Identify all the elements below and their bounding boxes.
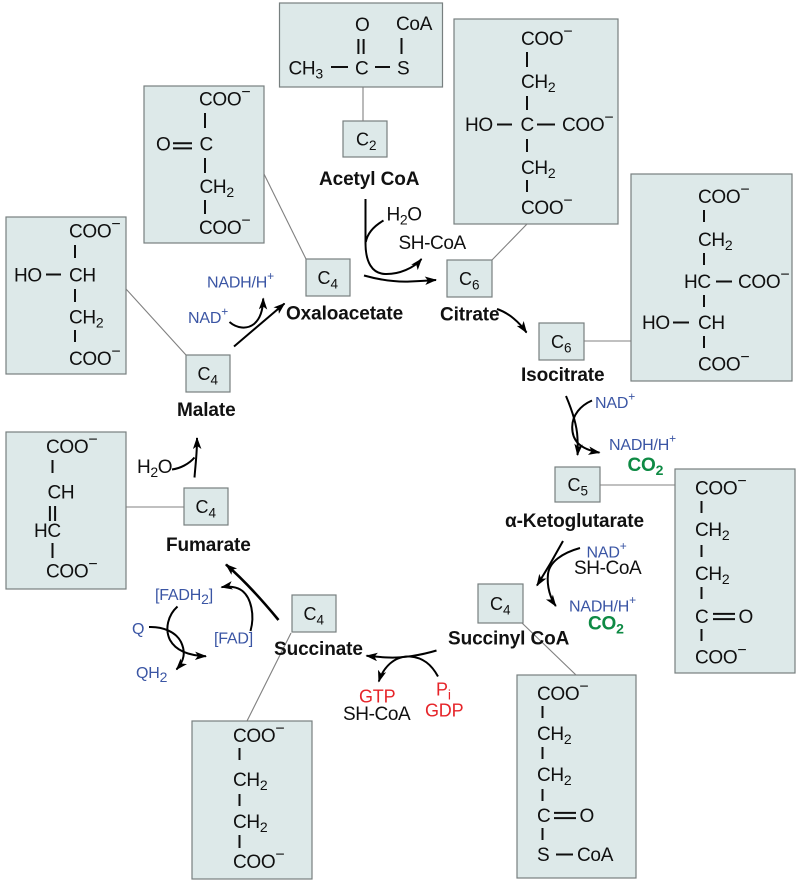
svg-text:O: O <box>739 607 753 628</box>
svg-text:H2​O: H2​O <box>137 457 172 480</box>
svg-text:GTP: GTP <box>359 687 396 707</box>
svg-text:C: C <box>521 115 534 136</box>
svg-text:Succinyl CoA: Succinyl CoA <box>448 629 570 650</box>
svg-text:NADH/H+​: NADH/H+​ <box>569 593 636 616</box>
svg-text:HC: HC <box>684 272 711 293</box>
svg-text:CH: CH <box>48 483 75 504</box>
svg-text:Succinate: Succinate <box>274 639 363 660</box>
svg-text:Citrate: Citrate <box>440 305 499 326</box>
svg-text:HO: HO <box>465 115 493 136</box>
svg-text:S: S <box>397 59 409 80</box>
svg-text:NAD+​: NAD+​ <box>188 305 228 328</box>
svg-text:O: O <box>156 135 170 156</box>
svg-text:Fumarate: Fumarate <box>166 535 251 556</box>
svg-text:HC: HC <box>34 521 61 542</box>
svg-text:Pi​: Pi​ <box>436 680 451 703</box>
svg-text:SH-CoA: SH-CoA <box>399 233 467 254</box>
svg-text:H2​O: H2​O <box>387 205 422 228</box>
svg-text:CoA: CoA <box>577 845 614 866</box>
svg-text:GDP: GDP <box>425 701 464 721</box>
svg-text:CoA: CoA <box>396 14 433 35</box>
svg-text:[FAD]: [FAD] <box>214 631 253 648</box>
svg-text:α-Ketoglutarate: α-Ketoglutarate <box>505 511 644 532</box>
svg-text:HO: HO <box>642 313 670 334</box>
svg-text:O: O <box>355 15 369 36</box>
svg-text:CO2​: CO2​ <box>628 455 664 478</box>
svg-text:NADH/H+​: NADH/H+​ <box>609 432 676 455</box>
svg-text:S: S <box>537 845 549 866</box>
svg-text:HO: HO <box>14 266 42 287</box>
svg-text:QH2​: QH2​ <box>136 665 168 685</box>
svg-text:Q: Q <box>132 621 144 638</box>
svg-text:CH: CH <box>698 313 725 334</box>
svg-text:NAD+​: NAD+​ <box>595 390 635 413</box>
svg-text:C: C <box>537 806 550 827</box>
svg-text:Oxaloacetate: Oxaloacetate <box>286 304 403 325</box>
svg-text:O: O <box>580 806 594 827</box>
svg-text:C: C <box>695 607 708 628</box>
svg-text:CH: CH <box>69 266 96 287</box>
svg-text:Acetyl CoA: Acetyl CoA <box>319 169 420 190</box>
svg-text:NADH/H+​: NADH/H+​ <box>207 269 274 292</box>
svg-text:SH-CoA: SH-CoA <box>574 558 642 579</box>
svg-text:[FADH2​]: [FADH2​] <box>155 587 213 607</box>
svg-text:C: C <box>200 135 213 156</box>
svg-text:SH-CoA: SH-CoA <box>343 704 411 725</box>
svg-text:Malate: Malate <box>177 400 236 421</box>
svg-text:Isocitrate: Isocitrate <box>521 365 604 386</box>
svg-text:CO2​: CO2​ <box>588 614 624 637</box>
svg-text:C: C <box>355 59 368 80</box>
